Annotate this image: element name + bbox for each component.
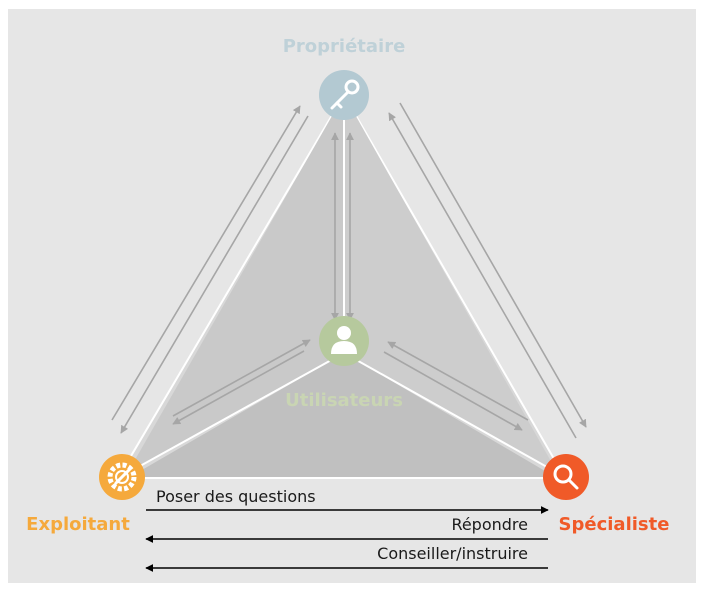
magnifier-icon: [553, 464, 579, 490]
key-icon: [330, 79, 360, 110]
users-node: Utilisateurs: [285, 316, 403, 411]
owner-node: Propriétaire: [283, 36, 406, 120]
flow-advise-label: Conseiller/instruire: [377, 544, 528, 563]
arrow-specialist-to-owner: [388, 112, 577, 439]
specialist-circle: [543, 454, 589, 500]
relation-arrows: [111, 102, 587, 439]
flow-ask-label: Poser des questions: [156, 487, 316, 506]
arrow-users-to-specialist: [383, 351, 523, 431]
arrow-owner-to-operator: [120, 115, 309, 434]
upper-inner-face: [128, 95, 344, 472]
arrow-users-to-operator: [172, 350, 305, 425]
gear-wrench-icon: [107, 462, 137, 492]
arrow-specialist-to-users: [387, 341, 529, 421]
owner-label: Propriétaire: [283, 36, 406, 57]
specialist-label: Spécialiste: [559, 514, 670, 535]
arrow-operator-to-users: [172, 339, 311, 417]
person-icon: [331, 326, 357, 354]
arrow-owner-to-specialist: [399, 102, 587, 428]
specialist-node: Spécialiste: [543, 454, 669, 535]
edge-operator-users: [121, 352, 345, 477]
bottom-inner-face: [128, 353, 557, 478]
message-flows: Poser des questions Répondre Conseiller/…: [145, 487, 549, 572]
flow-answer-label: Répondre: [451, 515, 528, 534]
users-label: Utilisateurs: [285, 390, 403, 411]
edge-specialist-users: [343, 352, 564, 477]
operator-label: Exploitant: [26, 514, 130, 535]
arrow-operator-to-owner: [111, 105, 301, 421]
right-inner-face: [344, 95, 557, 472]
operator-node: Exploitant: [26, 454, 145, 535]
